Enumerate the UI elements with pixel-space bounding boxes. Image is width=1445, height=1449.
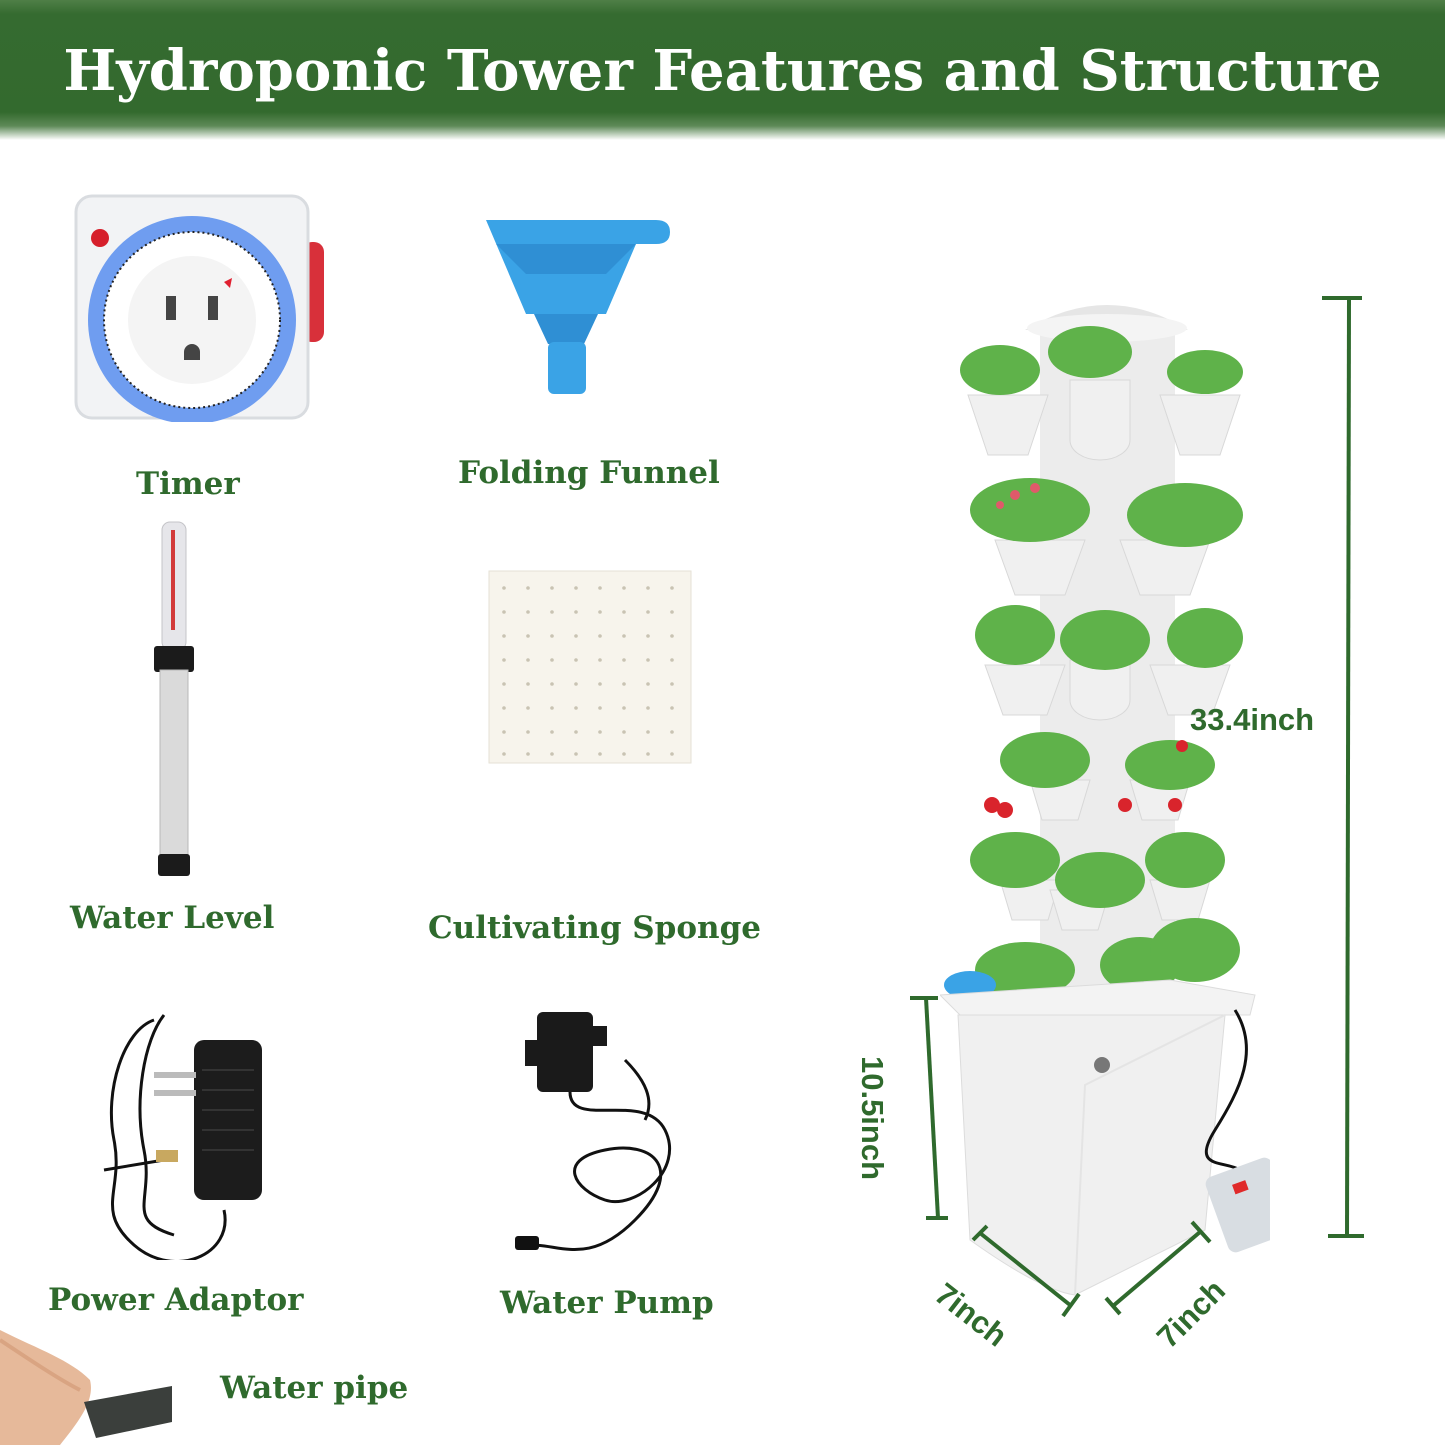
water-level-icon [154,521,194,876]
height-dimension-label: 33.4inch [1190,702,1315,737]
water-pipe-label: Water pipe [220,1370,409,1406]
dimension-bracket-icon [910,996,948,1220]
power-adaptor-icon [103,1014,262,1263]
funnel-icon [486,220,670,394]
funnel-image [486,214,686,399]
power-adaptor-image [84,1010,274,1263]
dimension-bracket-icon [1104,1220,1212,1316]
timer-image [74,192,324,424]
base-height-dimension-line [908,996,948,1222]
base-height-dimension-label: 10.5inch [855,1055,891,1181]
sponge-image [488,570,692,764]
water-pump-label: Water Pump [500,1285,714,1321]
base-width-right-dimension-line [1100,1210,1220,1320]
water-pump-image [515,1010,685,1260]
water-level-label: Water Level [70,900,275,936]
timer-icon [74,194,324,424]
water-level-image [150,520,198,880]
header-banner: Hydroponic Tower Features and Structure [0,0,1445,140]
water-pipe-image [0,1330,180,1445]
height-dimension-line [1320,296,1364,1240]
hydroponic-tower-image [938,290,1295,1300]
sponge-icon [488,570,692,764]
timer-label: Timer [136,466,240,502]
sponge-label: Cultivating Sponge [428,910,761,946]
water-pipe-icon [0,1330,172,1445]
water-pump-icon [515,1012,672,1251]
base-width-left-dimension-line [965,1220,1085,1320]
funnel-label: Folding Funnel [458,455,720,491]
tower-icon [938,305,1295,1296]
dimension-bracket-icon [971,1224,1081,1318]
page-title: Hydroponic Tower Features and Structure [63,38,1382,104]
power-adaptor-label: Power Adaptor [48,1282,304,1318]
dimension-bracket-icon [1322,296,1364,1239]
